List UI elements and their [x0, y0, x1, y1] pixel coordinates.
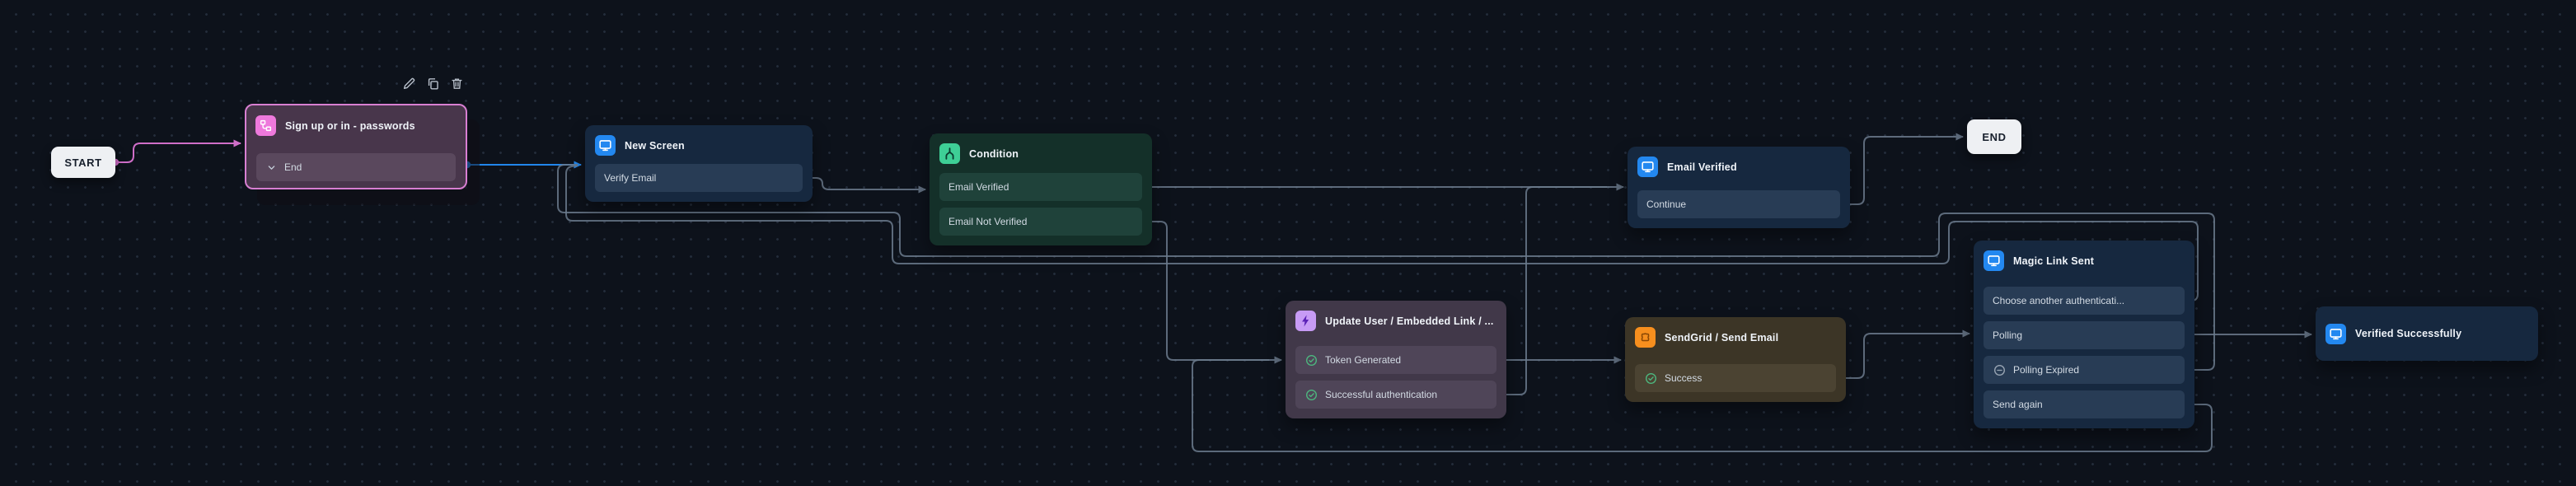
edge-polling-expired-loopback-to-new-screen	[557, 164, 2215, 371]
node-item-polling-expired[interactable]: Polling Expired	[1984, 356, 2185, 384]
node-header: Verified Successfully	[2325, 323, 2462, 344]
item-label: Email Not Verified	[948, 216, 1028, 227]
node-items: Continue	[1637, 190, 1840, 218]
node-item-end[interactable]: End	[256, 153, 456, 181]
node-header: Magic Link Sent	[1984, 250, 2094, 271]
node-header: SendGrid / Send Email	[1635, 327, 1778, 348]
node-item-send-again[interactable]: Send again	[1984, 390, 2185, 418]
item-label: Token Generated	[1325, 354, 1402, 366]
node-item-polling[interactable]: Polling	[1984, 321, 2185, 349]
copy-icon[interactable]	[425, 76, 441, 91]
pencil-icon[interactable]	[401, 76, 417, 91]
screen-icon	[1637, 157, 1658, 177]
node-item-email-not-verified[interactable]: Email Not Verified	[939, 208, 1142, 236]
check-circle-icon	[1304, 388, 1318, 402]
node-title: Sign up or in - passwords	[285, 119, 415, 132]
item-label: Successful authentication	[1325, 389, 1438, 400]
check-circle-icon	[1644, 372, 1658, 386]
node-update-user[interactable]: Update User / Embedded Link / ... Token G…	[1286, 301, 1506, 418]
bolt-icon	[1295, 311, 1316, 331]
node-header: Email Verified	[1637, 157, 1737, 177]
edge-verify-email-to-condition	[796, 177, 926, 194]
end-terminal[interactable]: END	[1967, 119, 2021, 154]
end-label: END	[1982, 130, 2007, 143]
screen-icon	[595, 135, 616, 156]
node-verified-successfully[interactable]: Verified Successfully	[2316, 306, 2538, 361]
item-label: Verify Email	[604, 172, 657, 184]
node-header: Update User / Embedded Link / ...	[1295, 311, 1494, 331]
node-title: New Screen	[625, 139, 685, 152]
item-label: Send again	[1993, 399, 2043, 410]
node-item-success[interactable]: Success	[1635, 364, 1836, 392]
node-item-successful-authentication[interactable]: Successful authentication	[1295, 381, 1496, 409]
node-items: Verify Email	[595, 164, 803, 192]
minus-circle-icon	[1993, 363, 2007, 377]
node-header: Condition	[939, 143, 1019, 164]
node-title: SendGrid / Send Email	[1665, 331, 1779, 343]
item-label: Choose another authenticati...	[1993, 295, 2125, 306]
edge-start-to-sign-up	[115, 139, 241, 163]
node-item-token-generated[interactable]: Token Generated	[1295, 346, 1496, 374]
node-title: Magic Link Sent	[2013, 255, 2095, 267]
item-label: Polling Expired	[2013, 364, 2080, 376]
connector-icon	[1635, 327, 1656, 348]
item-label: Email Verified	[948, 181, 1009, 193]
check-circle-icon	[1304, 353, 1318, 367]
start-label: START	[64, 156, 102, 169]
item-label: Success	[1665, 372, 1703, 384]
node-item-verify-email[interactable]: Verify Email	[595, 164, 803, 192]
branch-icon	[939, 143, 960, 164]
edge-sendgrid-success-to-magic-link	[1836, 329, 1970, 379]
node-title: Email Verified	[1667, 161, 1737, 173]
node-header: New Screen	[595, 135, 685, 156]
start-terminal[interactable]: START	[51, 147, 115, 178]
item-label: End	[284, 161, 302, 173]
node-item-continue[interactable]: Continue	[1637, 190, 1840, 218]
node-items: Success	[1635, 364, 1836, 392]
screen-icon	[2325, 323, 2346, 344]
edge-continue-to-end	[1839, 133, 1964, 205]
item-label: Polling	[1993, 329, 2023, 341]
node-items: End	[256, 153, 456, 181]
node-toolbar	[401, 76, 465, 91]
node-title: Verified Successfully	[2355, 328, 2462, 339]
node-item-email-verified[interactable]: Email Verified	[939, 173, 1142, 201]
item-label: Continue	[1646, 199, 1687, 210]
screen-icon	[1984, 250, 2004, 271]
chevron-down-icon[interactable]	[265, 161, 278, 174]
node-header: Sign up or in - passwords	[255, 115, 415, 136]
edge-email-not-verified-to-update-user	[1140, 221, 1282, 364]
edge-send-again-to-update-user	[1192, 359, 2213, 452]
edge-successful-auth-to-email-verified-screen	[1496, 186, 1607, 395]
edge-choose-another-loopback-to-new-screen	[565, 165, 2199, 301]
flow-icon	[255, 115, 276, 136]
trash-icon[interactable]	[449, 76, 465, 91]
node-title: Update User / Embedded Link / ...	[1325, 315, 1494, 327]
node-title: Condition	[969, 147, 1019, 160]
node-item-choose-another-authenticati[interactable]: Choose another authenticati...	[1984, 287, 2185, 315]
